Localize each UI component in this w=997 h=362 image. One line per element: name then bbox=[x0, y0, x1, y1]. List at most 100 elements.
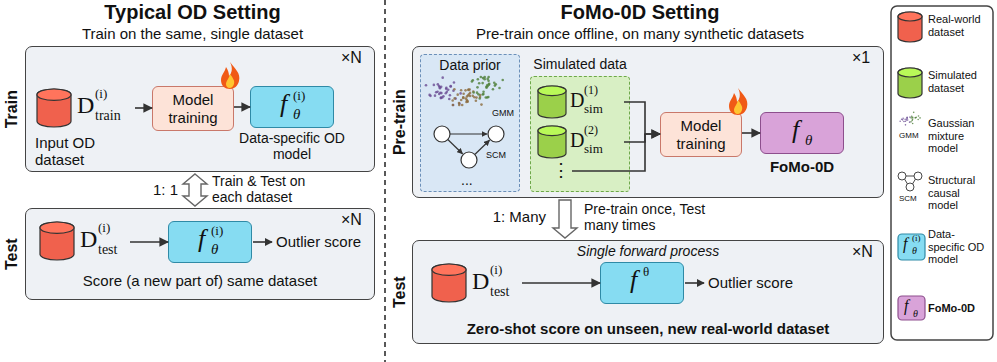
legend-text: Data-specific OD model bbox=[928, 228, 988, 266]
group-box: Data prior bbox=[420, 54, 520, 192]
scatter-dot bbox=[472, 79, 475, 82]
text-label: FoMo-0D Setting bbox=[390, 1, 890, 24]
scatter-dot bbox=[481, 82, 484, 85]
text-label: GMM bbox=[899, 131, 919, 140]
text-label: SCM bbox=[486, 150, 506, 160]
scatter-dot bbox=[483, 76, 486, 79]
scm-graph bbox=[914, 172, 922, 180]
node-label: (i) bbox=[490, 263, 502, 276]
scatter-dot bbox=[428, 94, 431, 97]
node-label: ×N bbox=[852, 243, 873, 261]
node-label: sim bbox=[584, 102, 603, 115]
cylinder-body bbox=[898, 68, 922, 98]
scatter-dot bbox=[464, 97, 467, 100]
cylinder-icon bbox=[538, 126, 566, 158]
scatter-dot bbox=[467, 89, 470, 92]
process-box: Model training bbox=[152, 86, 234, 131]
scatter-dot bbox=[911, 120, 913, 122]
text-label: 1: 1 bbox=[120, 181, 178, 198]
scatter-dot bbox=[433, 84, 436, 87]
node-label: θ bbox=[293, 107, 300, 122]
scatter-dot bbox=[906, 117, 908, 119]
scatter-dot bbox=[904, 119, 906, 121]
text-label: Outlier score bbox=[708, 274, 793, 291]
model-box: fθ bbox=[600, 262, 684, 304]
node-label: ×N bbox=[341, 211, 362, 229]
group-box-shape bbox=[420, 54, 520, 192]
scatter-dot bbox=[429, 95, 432, 98]
fire-icon bbox=[734, 100, 742, 114]
scatter-dot bbox=[902, 119, 904, 121]
dataset-cylinder: D(i)test bbox=[430, 262, 522, 304]
text-label: (i) bbox=[912, 234, 921, 243]
scatter-dot bbox=[453, 97, 456, 100]
node-label: Input OD dataset bbox=[35, 134, 135, 169]
scatter-dot bbox=[475, 96, 478, 99]
model-box-shape bbox=[760, 112, 844, 154]
model-box-shape bbox=[250, 86, 334, 128]
text-label: ⋮ bbox=[552, 160, 570, 181]
scatter-dot bbox=[478, 82, 481, 85]
model-box: fθFoMo-0D bbox=[760, 112, 844, 154]
scatter-dot bbox=[480, 103, 483, 106]
scatter-dot bbox=[492, 88, 495, 91]
scatter-dot bbox=[439, 91, 442, 94]
dataset-cylinder: D(2)sim bbox=[536, 124, 624, 160]
cylinder-top bbox=[538, 86, 566, 96]
scatter-dot bbox=[912, 117, 914, 119]
node-label: f bbox=[280, 91, 287, 117]
scatter-dot bbox=[437, 83, 440, 86]
scatter-dot bbox=[460, 89, 463, 92]
node-label: Zero-shot score on unseen, new real-worl… bbox=[412, 320, 884, 337]
text-label: f bbox=[903, 236, 907, 252]
connector-arrow bbox=[130, 241, 168, 243]
node-label: test bbox=[98, 243, 117, 257]
cylinder-body bbox=[538, 126, 566, 158]
score-arrow bbox=[685, 282, 704, 284]
scatter-dot bbox=[435, 91, 438, 94]
connector-arrow bbox=[234, 106, 250, 108]
node-label: Score (a new part of) same dataset bbox=[25, 272, 375, 289]
scatter-dot bbox=[903, 121, 905, 123]
gmm-scatter bbox=[899, 112, 920, 126]
scatter-dot bbox=[899, 121, 901, 123]
node-label: Test bbox=[391, 276, 409, 308]
legend-swatches bbox=[898, 12, 925, 320]
scatter-dot bbox=[909, 121, 911, 123]
scatter-dot bbox=[448, 98, 451, 101]
scatter-dot bbox=[452, 104, 455, 107]
cylinder-icon bbox=[432, 264, 466, 302]
scatter-dot bbox=[912, 123, 914, 125]
scatter-dot bbox=[478, 97, 481, 100]
scatter-dot bbox=[452, 104, 455, 107]
node-label: ×1 bbox=[852, 49, 870, 67]
node-label: Data-specific OD model bbox=[238, 130, 346, 162]
scatter-dot bbox=[445, 87, 448, 90]
node-label: ×N bbox=[341, 49, 362, 67]
connector-arrow bbox=[522, 282, 600, 284]
cylinder-icon bbox=[37, 89, 71, 127]
cylinder-top bbox=[898, 12, 922, 21]
scm-graph bbox=[906, 183, 914, 191]
node-label: θ bbox=[643, 265, 649, 278]
node-label: train bbox=[95, 109, 121, 123]
text-label: Pre-train once offline, on many syntheti… bbox=[390, 25, 890, 42]
scatter-dot bbox=[481, 93, 484, 96]
text-label: Train on the same, single dataset bbox=[0, 25, 385, 42]
scatter-dot bbox=[451, 99, 454, 102]
cylinder-top bbox=[37, 89, 71, 100]
scatter-dot bbox=[486, 78, 489, 81]
scm-graph bbox=[913, 179, 916, 184]
scatter-dot bbox=[464, 89, 467, 92]
legend-text: Gaussian mixture model bbox=[928, 117, 988, 155]
divider-line bbox=[384, 0, 386, 362]
group-box: Simulated dataD(1)simD(2)sim bbox=[530, 76, 630, 192]
text-label: θ bbox=[913, 309, 918, 319]
cylinder-top bbox=[40, 222, 74, 233]
scatter-dot bbox=[445, 87, 448, 90]
cylinder-body bbox=[898, 12, 922, 42]
setting-panel: Pre-train×1Data priorSimulated dataD(1)s… bbox=[412, 46, 884, 198]
